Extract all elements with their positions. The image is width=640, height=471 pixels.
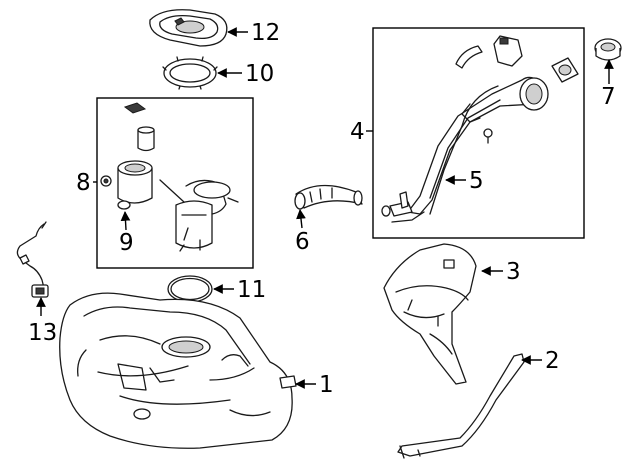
- part-9-seal-ring: [117, 200, 131, 210]
- part-12-cover-plate: [149, 9, 228, 47]
- leader-lines: [36, 27, 614, 389]
- filler-pipe-frame: [372, 27, 585, 239]
- part-13-wire-harness: [16, 221, 49, 298]
- part-6-filler-hose: [294, 184, 363, 210]
- part-small-hose-top: [455, 45, 483, 69]
- callout-10: 10: [245, 61, 274, 87]
- part-10-lock-ring: [162, 56, 218, 90]
- part-3-heat-shield: [383, 243, 477, 385]
- part-gasket-square: [551, 57, 579, 83]
- callout-2: 2: [545, 348, 560, 374]
- callout-5: 5: [469, 168, 484, 194]
- part-2-tank-strap: [397, 353, 525, 459]
- callout-7: 7: [601, 84, 616, 110]
- part-7-fuel-cap: [594, 38, 622, 61]
- callout-11: 11: [237, 277, 266, 303]
- callout-4: 4: [350, 119, 365, 145]
- part-fuel-door-housing: [493, 35, 523, 67]
- callout-3: 3: [506, 259, 521, 285]
- callout-8: 8: [76, 170, 91, 196]
- part-fuel-pump-module: [117, 102, 239, 252]
- callout-9: 9: [119, 230, 134, 256]
- part-1-fuel-tank: [59, 292, 297, 449]
- callout-13: 13: [28, 320, 57, 346]
- part-5-filler-pipe: [381, 76, 549, 223]
- callout-1: 1: [319, 372, 334, 398]
- pump-assembly-frame: [96, 97, 254, 269]
- part-8-fastener: [100, 175, 112, 187]
- part-11-gasket: [167, 275, 213, 303]
- callout-12: 12: [251, 20, 280, 46]
- callout-6: 6: [295, 229, 310, 255]
